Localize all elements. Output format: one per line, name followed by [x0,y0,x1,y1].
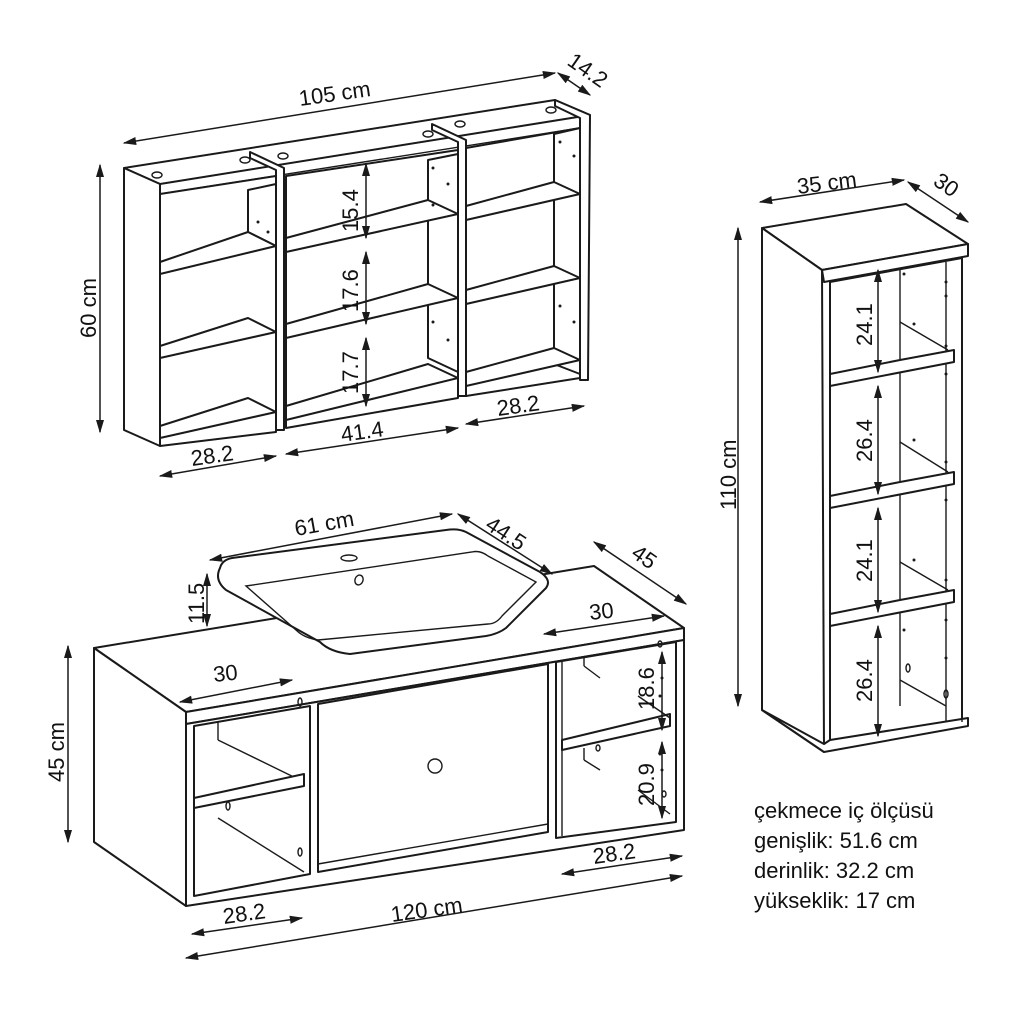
tall-cabinet-width-label: 35 cm [796,167,859,199]
wall-shelf-shelf-height-1: 15.4 [338,189,363,232]
vanity-right-top-label: 30 [588,598,615,625]
drawer-note-depth: derinlik: 32.2 cm [754,858,915,883]
wall-shelf-shelf-height-2: 17.6 [338,269,363,312]
tall-cabinet: 35 cm 30 110 cm 24.1 26.4 24.1 26.4 [716,167,970,753]
drawer-note-title: çekmece iç ölçüsü [754,798,934,823]
vanity-cabinet: 61 cm 44.5 11.5 45 45 cm 30 30 18.6 20.9… [44,506,688,961]
wall-shelf-width-label: 105 cm [297,76,372,111]
vanity-width-label: 120 cm [389,892,464,927]
tall-cabinet-height-label: 110 cm [716,439,741,510]
tall-cabinet-shelf-height-4: 26.4 [852,659,877,702]
wall-shelf-shelf-height-3: 17.7 [338,351,363,394]
wall-shelf-bottom-width-3: 28.2 [495,390,541,421]
vanity-right-shelf-height-2: 20.9 [634,763,659,806]
vanity-left-top-label: 30 [212,660,239,687]
tall-cabinet-depth-label: 30 [929,168,963,203]
sink-height-label: 11.5 [184,583,209,624]
drawer-note-height: yükseklik: 17 cm [754,888,916,913]
wall-shelf-bottom-width-2: 41.4 [339,416,385,447]
drawer-inner-dimensions-note: çekmece iç ölçüsü genişlik: 51.6 cm deri… [754,796,934,916]
tall-cabinet-shelf-height-2: 26.4 [852,419,877,462]
vanity-right-shelf-height-1: 18.6 [634,667,659,710]
tall-cabinet-shelf-height-3: 24.1 [852,539,877,582]
tall-cabinet-shelf-height-1: 24.1 [852,303,877,346]
vanity-left-bottom-label: 28.2 [221,898,267,929]
vanity-depth-label: 45 [627,540,661,575]
wall-shelf-bottom-width-1: 28.2 [189,440,235,471]
wall-shelf-height-label: 60 cm [76,278,101,338]
wall-shelf: 105 cm 14.2 60 cm 15.4 17.6 17.7 28.2 41… [76,48,613,478]
vanity-height-label: 45 cm [44,722,69,782]
sink-width-label: 61 cm [293,506,356,541]
drawer-note-width: genişlik: 51.6 cm [754,828,918,853]
wall-shelf-depth-label: 14.2 [563,48,612,93]
vanity-right-bottom-label: 28.2 [591,838,637,869]
